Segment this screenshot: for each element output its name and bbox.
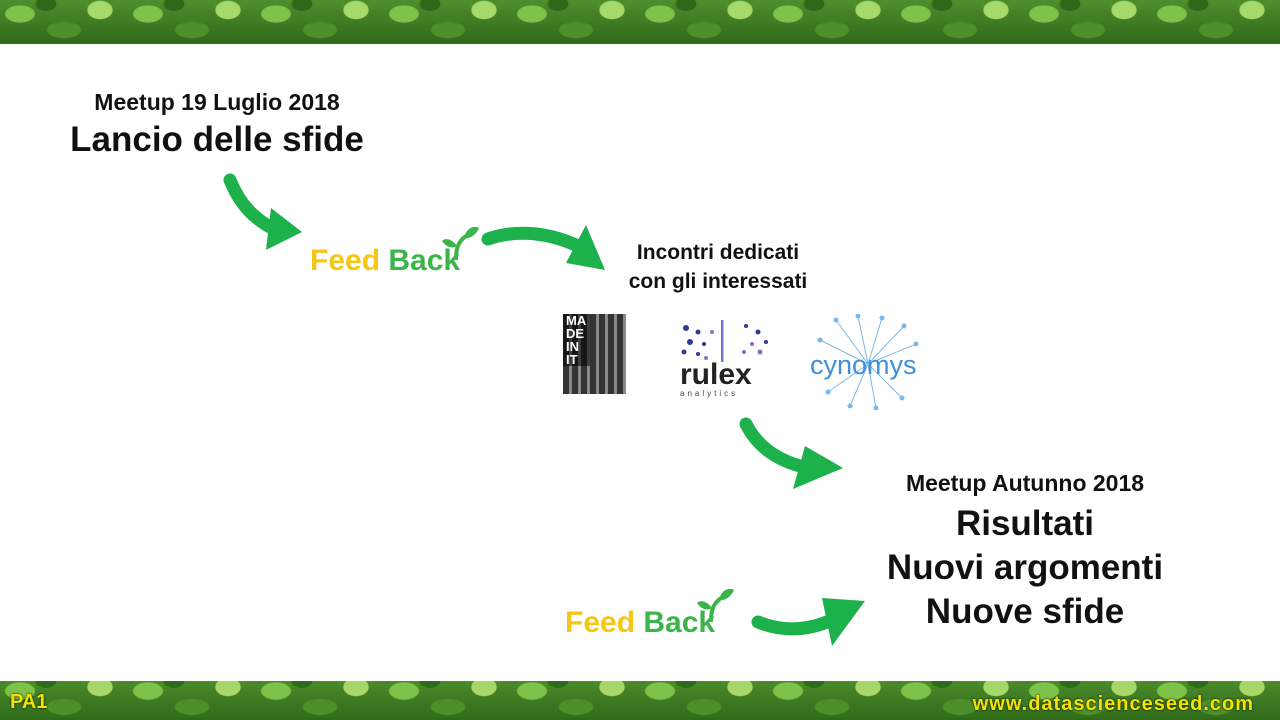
autumn-item-new-topics: Nuovi argomenti	[886, 548, 1164, 587]
feedback-logo: Feed Back	[565, 588, 734, 640]
sprout-icon	[442, 226, 479, 260]
cynomys-wordmark: cynomys	[810, 350, 917, 380]
feedback-logo: Feed Back	[310, 226, 479, 278]
meetup-autumn-date: Meetup Autunno 2018	[905, 470, 1145, 496]
rulex-wordmark: rulex	[680, 358, 752, 391]
rulex-logo: rulex analytics	[680, 320, 768, 398]
meetings-line-2: con gli interessati	[628, 270, 808, 293]
feedback-back-word: Back	[388, 244, 461, 277]
feedback-back-word: Back	[643, 606, 716, 639]
arrow-feedback-to-meetings	[481, 225, 605, 270]
autumn-item-new-challenges: Nuove sfide	[925, 592, 1125, 631]
cynomys-logo: cynomys	[810, 314, 919, 410]
arrow-partners-to-autumn	[739, 417, 843, 489]
top-leaf-banner	[0, 0, 1280, 44]
meetup-launch-date: Meetup 19 Luglio 2018	[94, 89, 340, 115]
rulex-subtitle: analytics	[680, 389, 738, 398]
feedback-feed-word: Feed	[310, 244, 381, 277]
bottom-leaf-banner	[0, 681, 1280, 720]
arrow-feedback-to-autumn	[751, 598, 865, 646]
website-url: www.datascienceseed.com	[972, 693, 1254, 715]
autumn-item-results: Risultati	[955, 504, 1095, 543]
meetings-line-1: Incontri dedicati	[636, 241, 800, 264]
meetup-launch-title: Lancio delle sfide	[70, 120, 364, 159]
dedicated-meetings-label: Incontri dedicati con gli interessati	[600, 238, 836, 296]
feedback-feed-word: Feed	[565, 606, 636, 639]
sprout-icon	[697, 588, 734, 622]
arrow-launch-to-feedback	[223, 173, 302, 250]
made-in-it-logo: MA DE IN IT	[563, 314, 626, 394]
slide-code: PA1	[10, 691, 48, 713]
